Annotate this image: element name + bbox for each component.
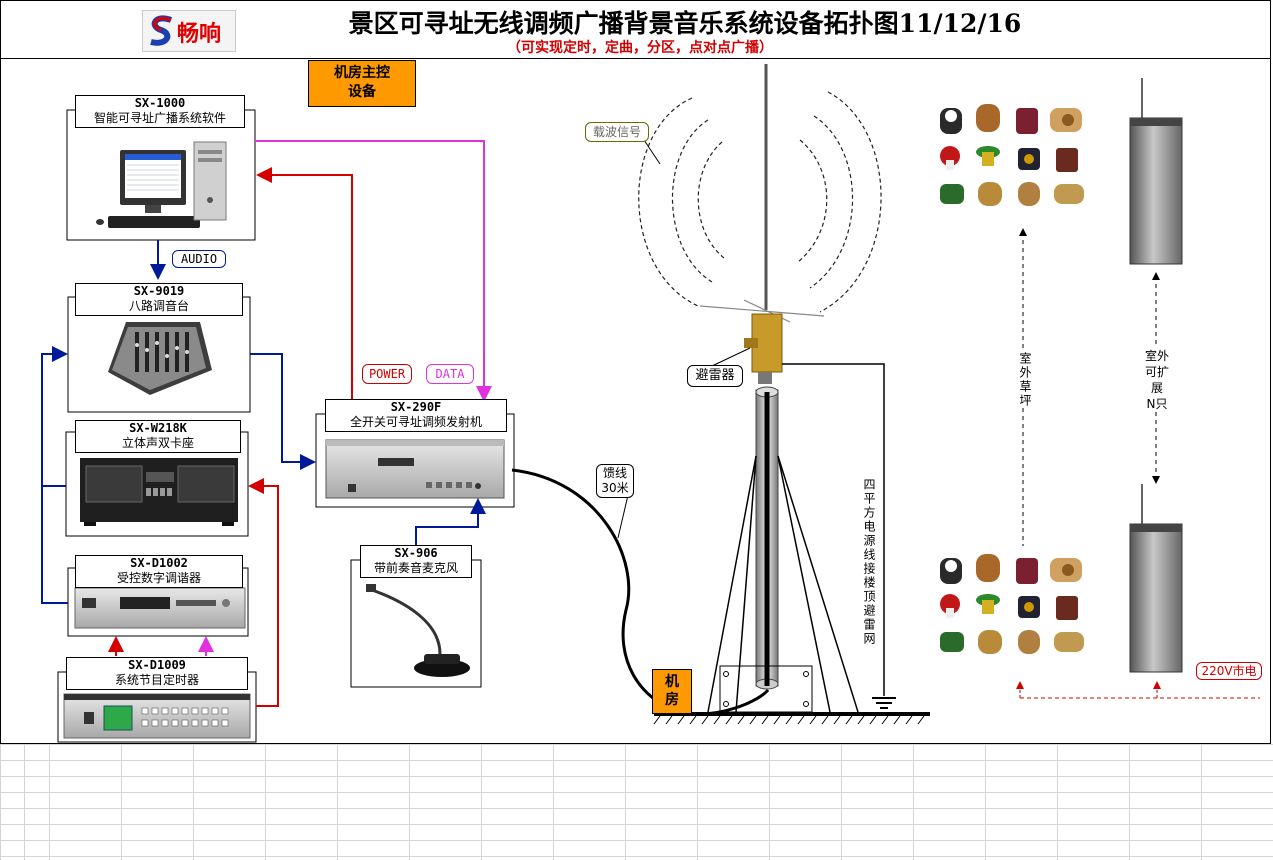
sx9019-name: 八路调音台 bbox=[128, 299, 189, 313]
mains-callout: 220V市电 bbox=[1196, 662, 1262, 680]
sx290f-name: 全开关可寻址调频发射机 bbox=[349, 415, 482, 429]
logo-text: 畅响 bbox=[177, 22, 222, 47]
blue-input-bus bbox=[41, 346, 68, 604]
lightning-arrester-callout: 避雷器 bbox=[687, 365, 743, 387]
sxd1002-model: SX-D1002 bbox=[130, 556, 188, 570]
sx1000-name: 智能可寻址广播系统软件 bbox=[93, 111, 226, 125]
carrier-callout: 载波信号 bbox=[585, 122, 649, 142]
outdoor-expand-b: 可扩 bbox=[1144, 365, 1169, 379]
data-wire bbox=[255, 140, 492, 402]
page-subtitle: （可实现定时，定曲，分区，点对点广播） bbox=[507, 40, 773, 56]
sxw218k-model: SX-W218K bbox=[129, 421, 187, 435]
tape-deck-icon bbox=[80, 458, 238, 526]
pc-computer-icon bbox=[96, 141, 227, 228]
sxd1009-model: SX-D1009 bbox=[128, 658, 186, 672]
microphone-icon bbox=[366, 584, 470, 677]
carrier-waves bbox=[638, 91, 882, 313]
control-room-label: 机房主控 设备 bbox=[308, 60, 416, 107]
feeder-callout: 馈线 30米 bbox=[596, 464, 634, 498]
mixer-to-transmitter-wire bbox=[250, 353, 316, 470]
outdoor-lawn-label: 室外草坪 bbox=[1015, 352, 1033, 408]
sx290f-model: SX-290F bbox=[390, 400, 442, 414]
sx290f-label: SX-290F 全开关可寻址调频发射机 bbox=[325, 399, 507, 432]
data-callout: DATA bbox=[426, 364, 474, 384]
logo-s-icon bbox=[150, 15, 173, 46]
power-callout: POWER bbox=[362, 364, 412, 384]
sx1000-label: SX-1000 智能可寻址广播系统软件 bbox=[75, 95, 245, 128]
feeder-line2: 30米 bbox=[601, 481, 629, 495]
machine-room-line1: 机 bbox=[665, 674, 679, 690]
mixer-icon bbox=[108, 322, 212, 395]
sx1000-model: SX-1000 bbox=[134, 96, 186, 110]
sxd1002-name: 受控数字调谐器 bbox=[116, 571, 201, 585]
timer-icon bbox=[63, 693, 251, 739]
timer-to-deck-wire bbox=[248, 478, 279, 707]
sx906-label: SX-906 带前奏音麦克风 bbox=[360, 545, 472, 578]
outdoor-expand-c: 展 bbox=[1150, 381, 1163, 395]
brand-logo: 畅响 bbox=[142, 10, 236, 52]
transmitter-icon bbox=[325, 439, 505, 499]
sx9019-model: SX-9019 bbox=[133, 284, 185, 298]
sx906-name: 带前奏音麦克风 bbox=[373, 561, 458, 575]
arrester-leader bbox=[711, 347, 751, 367]
feeder-line1: 馈线 bbox=[602, 466, 627, 480]
audio-callout: AUDIO bbox=[172, 250, 226, 268]
column-speaker-top bbox=[1129, 78, 1183, 265]
control-room-line1: 机房主控 bbox=[334, 65, 390, 81]
outdoor-expand-a: 室外 bbox=[1144, 349, 1169, 363]
sx9019-label: SX-9019 八路调音台 bbox=[75, 283, 243, 316]
tuner-icon bbox=[74, 587, 246, 629]
control-room-line2: 设备 bbox=[348, 84, 376, 100]
mic-to-transmitter-wire bbox=[415, 498, 486, 545]
carrier-leader bbox=[643, 139, 661, 165]
sxd1009-name: 系统节目定时器 bbox=[114, 673, 199, 687]
feeder-cable bbox=[511, 468, 770, 716]
sxw218k-label: SX-W218K 立体声双卡座 bbox=[75, 420, 241, 453]
sxd1009-label: SX-D1009 系统节目定时器 bbox=[66, 657, 248, 690]
sxw218k-name: 立体声双卡座 bbox=[121, 436, 194, 450]
outdoor-expand-label: 室外 可扩 展 N只 bbox=[1138, 348, 1176, 412]
power-cable-label: 四平方电源线接楼顶避雷网 bbox=[859, 478, 877, 646]
sxd1002-label: SX-D1002 受控数字调谐器 bbox=[75, 555, 243, 588]
antenna-tower bbox=[653, 64, 930, 725]
column-speaker-bottom bbox=[1129, 484, 1183, 673]
garden-speakers-bottom bbox=[940, 554, 1084, 654]
power-wire bbox=[256, 167, 353, 414]
garden-speakers-top bbox=[940, 104, 1084, 206]
machine-room-label: 机 房 bbox=[652, 669, 692, 714]
sx906-model: SX-906 bbox=[394, 546, 438, 560]
machine-room-line2: 房 bbox=[665, 692, 679, 708]
title-divider bbox=[0, 58, 1271, 59]
page-title: 景区可寻址无线调频广播背景音乐系统设备拓扑图11/12/16 bbox=[348, 9, 1022, 38]
outdoor-expand-d: N只 bbox=[1146, 397, 1168, 411]
